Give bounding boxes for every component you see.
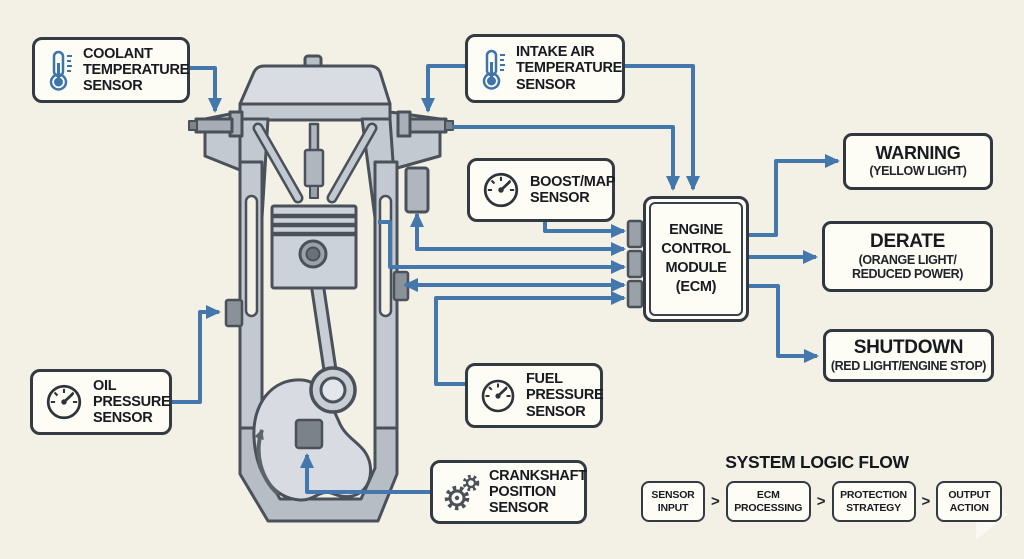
right-pipe-cap (444, 120, 454, 131)
gauge-icon (479, 377, 517, 415)
injector-tip (309, 185, 319, 199)
flow-step-line: INPUT (657, 501, 689, 514)
sensor-label-line: OIL (93, 377, 117, 394)
ecm-connector-tab (626, 219, 644, 249)
sensor-label-line: SENSOR (93, 410, 153, 427)
wire-crankshaft-to-engine (300, 453, 430, 494)
output-subtitle: (YELLOW LIGHT) (869, 164, 967, 179)
wire-engine-to-ecm-top (452, 125, 680, 191)
wire-oil-to-engine (172, 305, 221, 404)
flow-step-line: STRATEGY (846, 501, 901, 514)
sensor-label-line: TEMPERATURE (83, 61, 189, 78)
flow-step-output-action: OUTPUT ACTION (936, 481, 1003, 522)
sensor-label-line: SENSOR (489, 500, 549, 517)
sensor-label-line: SENSOR (516, 76, 576, 93)
sensor-label-line: BOOST/MAP (530, 173, 616, 190)
wire-coolant-to-engine (190, 66, 222, 113)
ecm-connector-tab (626, 249, 644, 279)
valve-cover (238, 64, 392, 106)
wire-intake-to-engine (421, 64, 465, 113)
ecm-label-line: CONTROL (661, 241, 731, 258)
shutdown-output-box: SHUTDOWN (RED LIGHT/ENGINE STOP) (823, 329, 994, 382)
manifold-stub (404, 166, 430, 214)
left-pipe-cap (188, 120, 198, 131)
output-subtitle: (RED LIGHT/ENGINE STOP) (830, 358, 987, 373)
wire-ecm-to-warning (749, 154, 840, 237)
flow-step-line: OUTPUT (948, 488, 991, 501)
flow-step-line: ECM (756, 488, 780, 501)
sensor-label-line: SENSOR (526, 403, 586, 420)
output-subtitle: REDUCED POWER) (851, 266, 964, 281)
sensor-label-line: INTAKE AIR (516, 44, 595, 61)
wires (172, 64, 840, 494)
flow-step-ecm-processing: ECM PROCESSING (725, 481, 811, 522)
output-title: SHUTDOWN (853, 336, 964, 358)
right-pipe-flange (396, 110, 412, 138)
output-title: WARNING (875, 143, 961, 164)
chevron-right-icon: > (711, 493, 720, 510)
engine-illustration (188, 54, 644, 523)
sensor-label-line: POSITION (489, 483, 556, 500)
wire-fuel-to-ecm (434, 291, 626, 386)
ecm-box: ENGINE CONTROL MODULE (ECM) (643, 196, 749, 322)
ecm-label-line: ENGINE (669, 222, 723, 239)
right-pipe (408, 117, 448, 134)
ecm-label-line: (ECM) (675, 278, 717, 295)
output-title: DERATE (870, 230, 945, 252)
flow-step-sensor-input: SENSOR INPUT (641, 481, 705, 522)
flow-step-line: PROCESSING (734, 501, 803, 514)
chevron-right-icon: > (816, 493, 826, 510)
system-logic-flow: SENSOR INPUT > ECM PROCESSING > PROTECTI… (641, 481, 1003, 522)
warning-output-box: WARNING (YELLOW LIGHT) (843, 133, 993, 190)
chevron-right-icon: > (921, 493, 931, 510)
rotation-arrow (254, 429, 280, 496)
coolant-temperature-sensor-box: COOLANT TEMPERATURE SENSOR (32, 37, 190, 103)
gauge-icon (481, 170, 521, 210)
wire-head-to-ecm (378, 220, 626, 274)
oil-sensor-boss (224, 298, 244, 328)
sensor-label-line: SENSOR (530, 190, 590, 206)
ecm-label-line: MODULE (665, 260, 727, 276)
left-pipe (194, 117, 234, 134)
gears-icon (444, 473, 480, 511)
sensor-label-line: PRESSURE (93, 393, 171, 410)
injector-stem (308, 122, 320, 154)
crankshaft-position-sensor-box: CRANKSHAFT POSITION SENSOR (430, 460, 587, 524)
flow-step-line: SENSOR (651, 488, 695, 501)
sensor-label-line: TEMPERATURE (516, 60, 622, 77)
thermometer-icon (479, 48, 507, 90)
water-jacket-left (244, 194, 259, 318)
sensor-label-line: FUEL (526, 371, 563, 388)
wire-ecm-to-shutdown (749, 284, 819, 363)
crank-sensor-block (294, 418, 324, 450)
output-subtitle: (ORANGE LIGHT/ (858, 252, 957, 267)
flow-step-protection-strategy: PROTECTION STRATEGY (831, 481, 916, 522)
boost-map-sensor-box: BOOST/MAP SENSOR (467, 158, 615, 222)
wire-manifold-to-ecm (410, 212, 626, 256)
oil-pressure-sensor-box: OIL PRESSURE SENSOR (30, 369, 172, 435)
system-logic-flow-title: SYSTEM LOGIC FLOW (725, 452, 909, 472)
flow-step-line: PROTECTION (840, 488, 907, 501)
sensor-label-line: CRANKSHAFT (489, 467, 587, 484)
sensor-label-line: SENSOR (83, 78, 143, 95)
sensor-label-line: COOLANT (83, 45, 153, 62)
flow-step-line: ACTION (949, 501, 989, 514)
derate-output-box: DERATE (ORANGE LIGHT/ REDUCED POWER) (822, 221, 993, 292)
piston-rings (272, 213, 356, 237)
gauge-icon (44, 382, 84, 422)
sensor-label-line: PRESSURE (526, 387, 604, 404)
injector-body (303, 148, 325, 188)
wire-boost-to-ecm (543, 221, 626, 238)
fuel-pressure-sensor-box: FUEL PRESSURE SENSOR (465, 363, 604, 428)
ecm-connector-tab (626, 279, 644, 309)
intake-air-temperature-sensor-box: INTAKE AIR TEMPERATURE SENSOR (465, 34, 625, 103)
wire-intake-to-ecm-top (625, 64, 700, 191)
thermometer-icon (46, 49, 74, 91)
